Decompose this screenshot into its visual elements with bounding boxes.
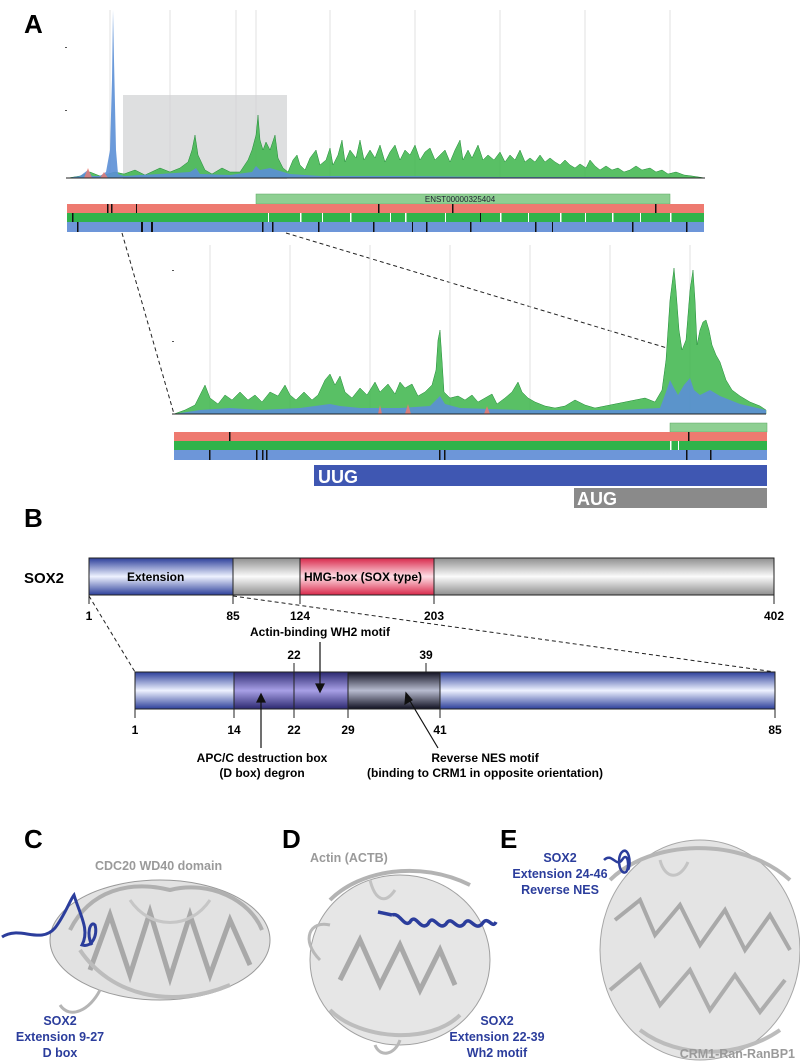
- tick-zoom-1: 1: [132, 723, 139, 737]
- sox2-e-line3: Reverse NES: [521, 883, 599, 897]
- panel-label-c: C: [24, 824, 43, 854]
- protein-name: SOX2: [24, 570, 64, 587]
- zoom-green-track: [174, 441, 767, 450]
- sox2-wh2-helix: [377, 910, 498, 928]
- sox2-e-line1: SOX2: [543, 851, 576, 865]
- aug-label: AUG: [577, 489, 617, 509]
- tick-full-402: 402: [764, 609, 784, 623]
- zoom-red-track: [174, 432, 767, 441]
- annotation-arrows: [256, 642, 439, 749]
- actin-label: Actin (ACTB): [310, 851, 388, 865]
- red-track: [67, 204, 704, 213]
- coverage-axis-ticks: [65, 47, 67, 111]
- extension-zoom-lines: [88, 595, 776, 673]
- sox2-e-line2: Extension 24-46: [512, 867, 607, 881]
- coverage-red-area: [84, 168, 108, 178]
- coverage-green-area: [67, 114, 706, 179]
- zoom-connector-lines: [121, 232, 668, 415]
- uug-label: UUG: [318, 467, 358, 487]
- tick-top-39: 39: [419, 648, 433, 662]
- dbox-label-line1: APC/C destruction box: [197, 751, 328, 765]
- tick-zoom-14: 14: [227, 723, 241, 737]
- extension-label: Extension: [127, 570, 184, 584]
- zoom-ticks: [134, 663, 776, 718]
- zoom-dbox-region: [233, 671, 295, 710]
- dbox-label-line2: (D box) degron: [219, 766, 304, 780]
- tick-full-124: 124: [290, 609, 310, 623]
- zoom-extension-right: [439, 671, 776, 710]
- zoom-track-markers: [209, 432, 712, 460]
- zoom-blue-track: [174, 450, 767, 460]
- sox2-d-line2: Extension 22-39: [449, 1030, 544, 1044]
- coverage-grid: [109, 10, 671, 178]
- nes-label-line1: Reverse NES motif: [431, 751, 539, 765]
- zoom-coverage-blue-area: [174, 378, 766, 414]
- sox2-d-line1: SOX2: [480, 1014, 513, 1028]
- crm1-structure: [599, 839, 800, 1061]
- tick-top-22: 22: [287, 648, 301, 662]
- actin-structure: [307, 868, 491, 1055]
- zoom-extension-left: [134, 671, 235, 710]
- tick-full-1: 1: [86, 609, 93, 623]
- domain-hmg-box: [299, 557, 435, 596]
- tick-zoom-22: 22: [287, 723, 301, 737]
- panel-label-b: B: [24, 503, 43, 533]
- uug-bar: [314, 465, 767, 486]
- hmg-box-label: HMG-box (SOX type): [304, 570, 422, 584]
- zoom-transcript-bar: [669, 422, 768, 433]
- transcript-label: ENST00000325404: [425, 195, 496, 204]
- sox2-dbox-chain: [1, 891, 98, 947]
- domain-extension: [88, 557, 234, 596]
- sox2-c-line2: Extension 9-27: [16, 1030, 104, 1044]
- nes-label-line2: (binding to CRM1 in opposite orientation…: [367, 766, 603, 780]
- zoom-coverage-green-area: [173, 267, 767, 415]
- sox2-d-line3: Wh2 motif: [467, 1046, 528, 1060]
- panel-label-d: D: [282, 824, 301, 854]
- aug-bar: [574, 488, 767, 508]
- tick-zoom-85: 85: [768, 723, 782, 737]
- full-protein-ticks: [88, 595, 775, 604]
- tick-zoom-29: 29: [341, 723, 355, 737]
- tick-zoom-41: 41: [433, 723, 447, 737]
- track-markers: [72, 204, 688, 232]
- cdc20-label: CDC20 WD40 domain: [95, 859, 222, 873]
- tick-full-85: 85: [226, 609, 240, 623]
- sox2-c-line3: D box: [43, 1046, 78, 1060]
- zoom-coverage-red-area: [378, 404, 490, 414]
- zoom-axis-ticks: [172, 270, 174, 342]
- tick-full-203: 203: [424, 609, 444, 623]
- domain-c-terminal: [433, 557, 775, 596]
- wh2-motif-label: Actin-binding WH2 motif: [250, 625, 391, 639]
- panel-label-a: A: [24, 9, 43, 39]
- blue-track: [67, 222, 704, 232]
- panel-label-e: E: [500, 824, 517, 854]
- sox2-c-line1: SOX2: [43, 1014, 76, 1028]
- zoom-nes-region: [347, 671, 441, 710]
- green-track: [67, 213, 704, 222]
- sox2-nes-helix: [603, 849, 631, 874]
- zoom-coverage-grid: [209, 245, 691, 414]
- crm1-label: CRM1-Ran-RanBP1: [680, 1047, 795, 1061]
- domain-linker: [232, 557, 301, 596]
- cdc20-structure: [49, 879, 271, 1014]
